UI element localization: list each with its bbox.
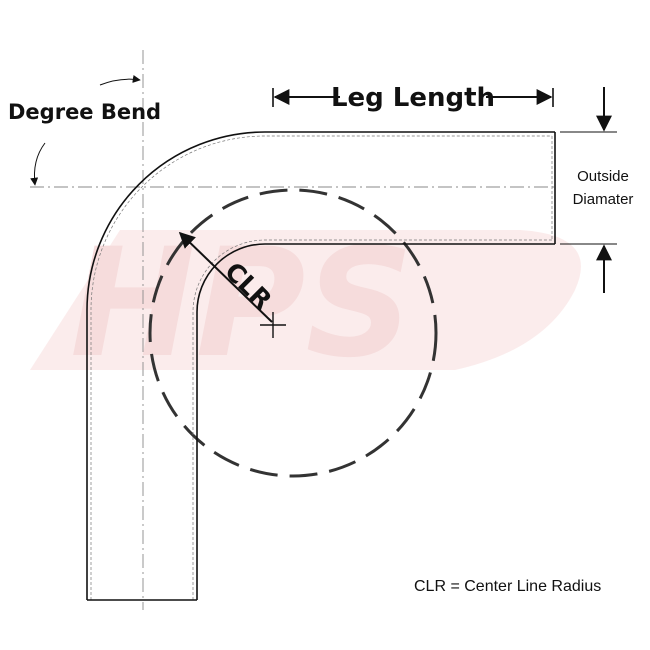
outside-diameter-label-line1: Outside — [577, 168, 629, 185]
tube-body — [86, 131, 556, 601]
clr-legend: CLR = Center Line Radius — [414, 578, 601, 595]
tube-outer-wall-inner-line — [90, 135, 552, 600]
degree-bend-arc-bottom — [30, 142, 46, 186]
outside-diameter-label-line2: Diamater — [573, 191, 634, 208]
tube-outer-wall — [86, 131, 555, 600]
leg-length-label: Leg Length — [331, 83, 495, 113]
leg-length-dimension: Leg Length — [272, 83, 554, 113]
clr-circle — [148, 188, 438, 478]
degree-bend-label: Degree Bend — [8, 100, 161, 124]
outside-diameter-dimension: Outside Diamater — [560, 87, 633, 293]
degree-bend-arc-top — [99, 74, 141, 86]
watermark-text: HPS — [70, 217, 414, 391]
clr-radius-arrow — [178, 231, 273, 323]
watermark-logo: HPS — [30, 217, 581, 391]
degree-bend-indicator: Degree Bend — [8, 74, 161, 186]
tube-inner-wall — [196, 243, 555, 600]
tube-inner-wall-inner-line — [192, 239, 552, 600]
